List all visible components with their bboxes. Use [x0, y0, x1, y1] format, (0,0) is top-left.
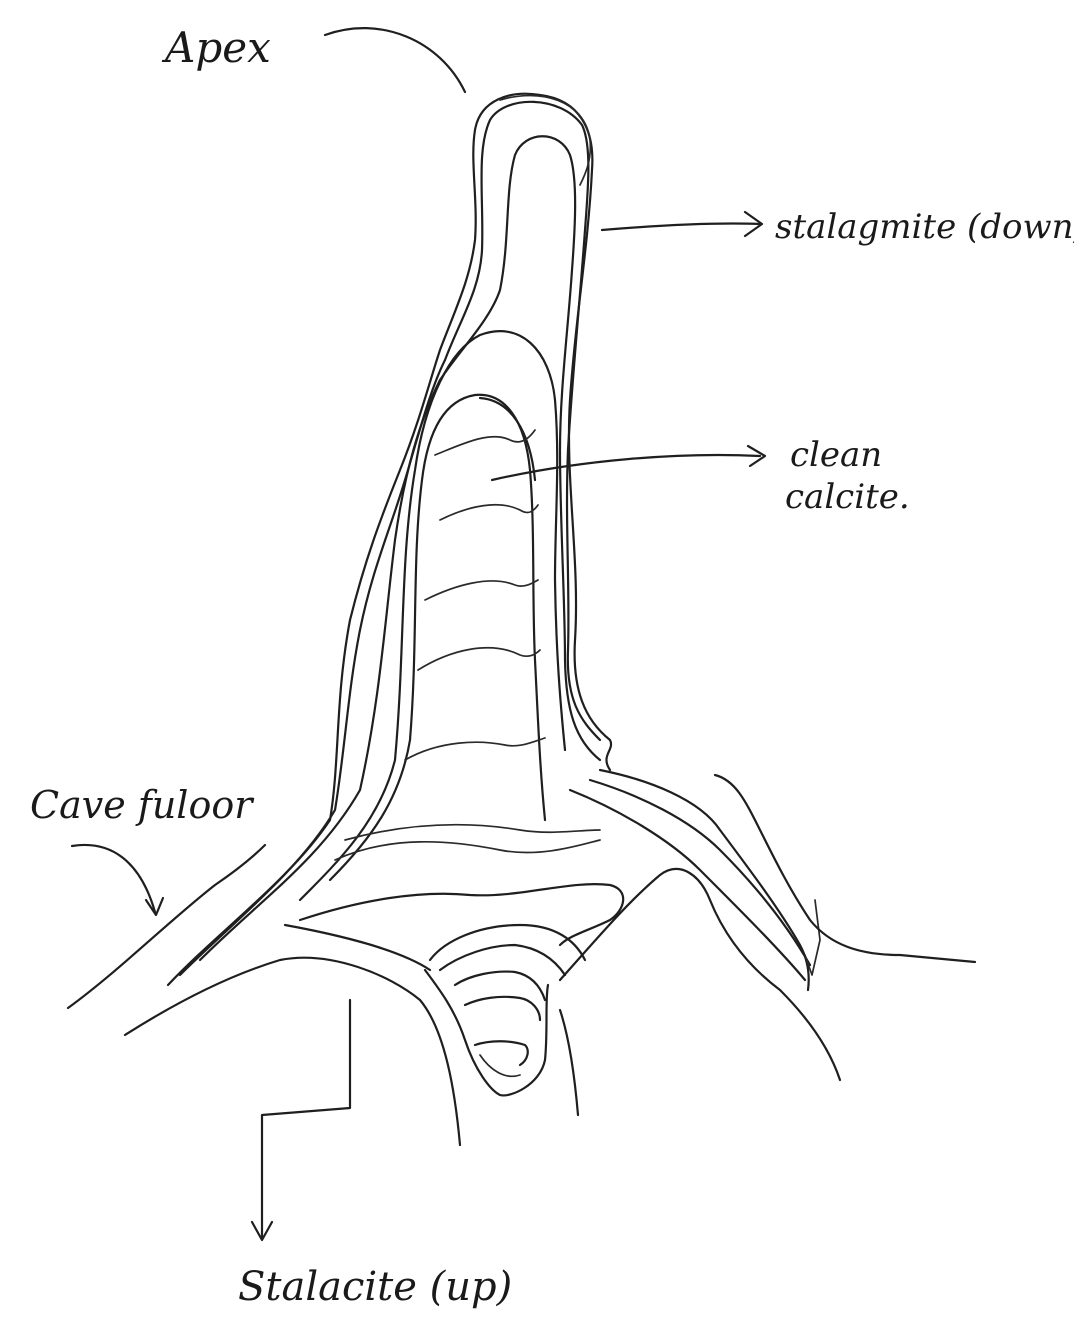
stalagmite-label: stalagmite (down): [775, 207, 1074, 247]
cave-floor-arrow: [72, 845, 155, 912]
apex-label: Apex: [161, 23, 271, 72]
stalactite-arrow: [262, 1000, 350, 1238]
clean-calcite-label-line2: calcite.: [785, 477, 910, 517]
cave-floor-label: Cave fuloor: [30, 783, 255, 827]
right-base-flare: [570, 770, 975, 990]
stalactite-label: Stalacite (up): [238, 1264, 512, 1310]
cave-floor-contours: [68, 845, 840, 1145]
clean-calcite-label-line1: clean: [790, 435, 882, 475]
stalagmite-arrow: [602, 223, 760, 230]
cave-floor-arrowhead: [146, 898, 163, 915]
leader-lines: [72, 28, 765, 1240]
apex-leader-line: [325, 28, 465, 92]
